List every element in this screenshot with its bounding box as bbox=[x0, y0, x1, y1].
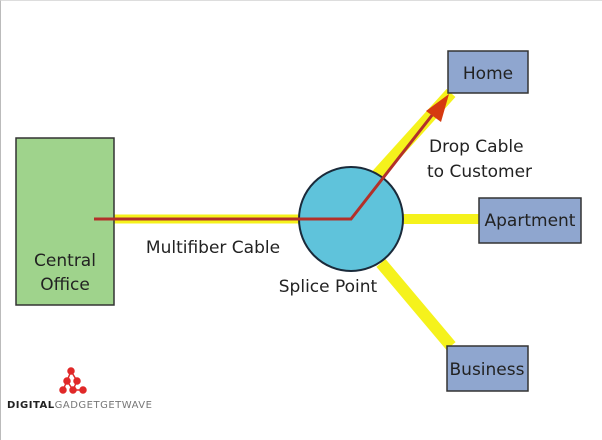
watermark-light: GADGETGETWAVE bbox=[54, 400, 153, 411]
business-box bbox=[446, 345, 529, 392]
arrow-head-icon bbox=[426, 94, 449, 122]
central-office-label-2: Office bbox=[40, 275, 90, 295]
apartment-box bbox=[478, 197, 582, 244]
central-office-box bbox=[15, 137, 115, 306]
business-label: Business bbox=[450, 360, 525, 380]
drop-cable-label-1: Drop Cable bbox=[429, 137, 524, 157]
drop-cable-label-2: to Customer bbox=[427, 162, 532, 182]
home-label: Home bbox=[463, 64, 513, 84]
central-office-label-1: Central bbox=[34, 251, 96, 271]
watermark-bold: DIGITAL bbox=[7, 400, 55, 411]
splice-point-label: Splice Point bbox=[279, 277, 378, 297]
signal-path bbox=[94, 113, 435, 221]
watermark-text: DIGITALGADGETGETWAVE bbox=[7, 400, 152, 411]
apartment-label: Apartment bbox=[485, 211, 576, 231]
watermark-logo-icon bbox=[59, 367, 87, 394]
multifiber-cable-label: Multifiber Cable bbox=[146, 238, 280, 258]
home-box bbox=[447, 50, 529, 94]
cable-business bbox=[376, 259, 456, 350]
